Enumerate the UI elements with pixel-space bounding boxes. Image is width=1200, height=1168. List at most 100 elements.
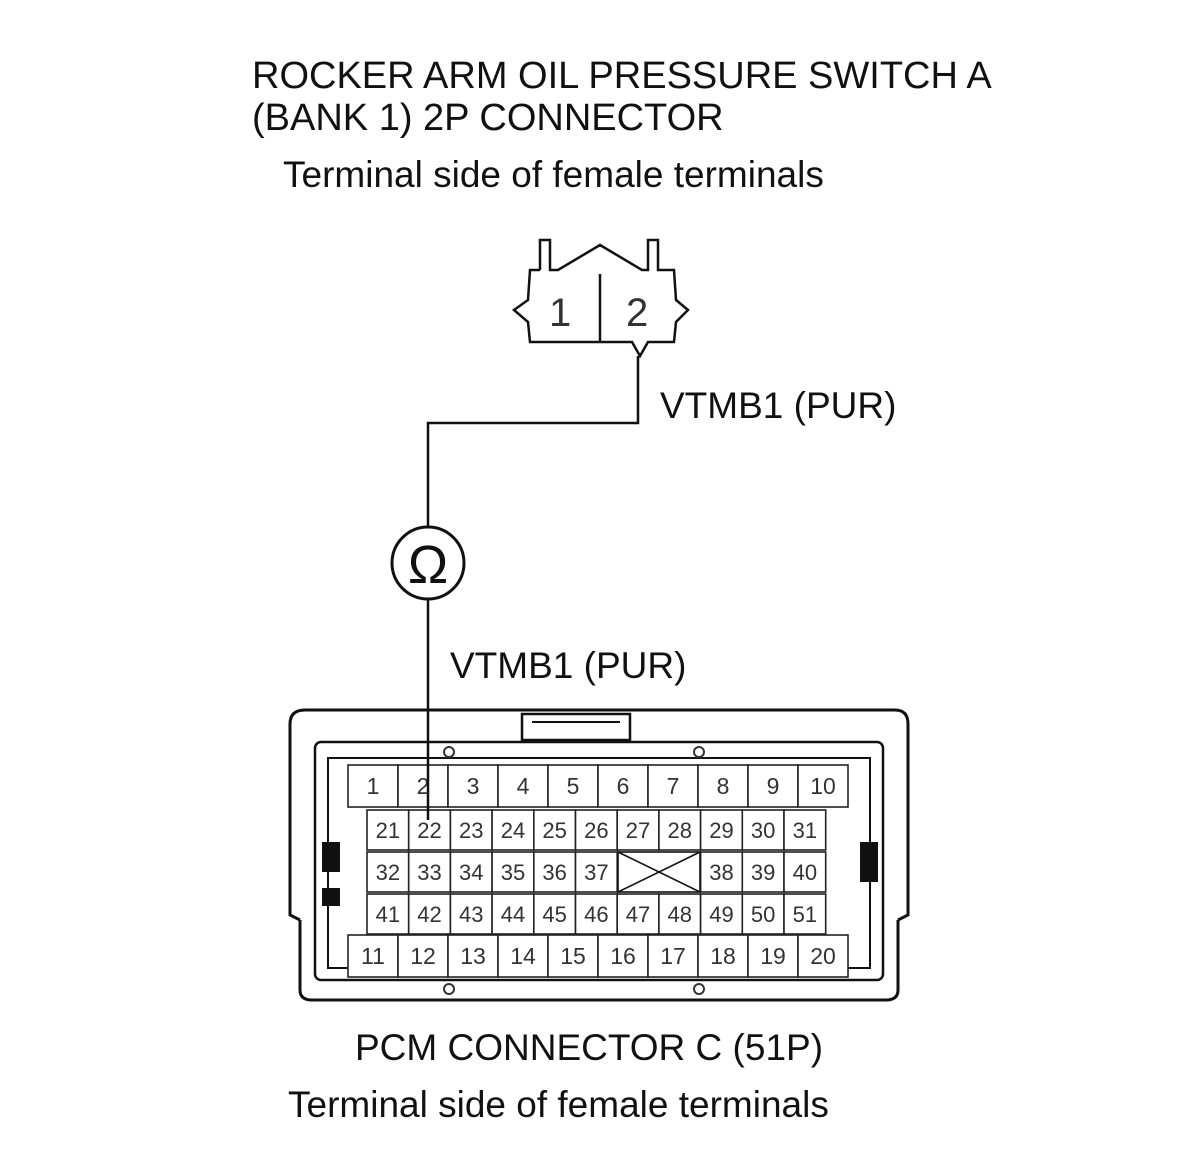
pcm-pin-10: 10 [810,773,836,799]
pcm-pin-9: 9 [767,773,780,799]
pcm-pin-cell [491,893,535,935]
pcm-pin-cell [491,809,535,851]
pcm-pin-1: 1 [367,773,380,799]
pcm-pin-cell [797,934,849,978]
pcm-pin-51: 51 [793,902,817,927]
pcm-pin-5: 5 [567,773,580,799]
pcm-pin-40: 40 [793,860,817,885]
pcm-pin-cell [783,893,827,935]
pcm-pin-34: 34 [459,860,483,885]
pcm-pin-cell [397,934,449,978]
pcm-pin-35: 35 [501,860,525,885]
pcm-row-32-40: 32 33 34 35 36 37 38 39 40 [366,851,827,893]
pcm-pin-cell [616,809,660,851]
pcm-pin-25: 25 [542,818,566,843]
pcm-pin-11: 11 [361,943,385,969]
pcm-pin-32: 32 [376,860,400,885]
pcm-pin-cell [741,893,785,935]
switch-connector-2p: 1 2 [511,238,690,359]
pcm-pin-43: 43 [459,902,483,927]
pcm-pin-16: 16 [610,943,636,969]
pcm-pin-27: 27 [626,818,650,843]
pcm-pin-24: 24 [501,818,525,843]
wire-label-lower: VTMB1 (PUR) [450,645,686,686]
pcm-pin-23: 23 [459,818,483,843]
pcm-pin-cell [597,764,649,808]
pcm-pin-cell [616,893,660,935]
pcm-pin-22: 22 [417,818,441,843]
pcm-pin-cell [407,809,452,851]
pcm-pin-cell [397,764,449,808]
pcm-row-41-51: 41 42 43 44 45 46 47 48 49 50 51 [366,893,827,935]
pcm-pin-15: 15 [560,943,586,969]
pcm-pin-26: 26 [584,818,608,843]
pcm-pin-cell [532,809,577,851]
pcm-pin-38: 38 [709,860,733,885]
pcm-pin-cell [574,851,619,893]
pcm-pin-41: 41 [376,902,400,927]
pcm-pin-cell [783,851,827,893]
pcm-pin-47: 47 [626,902,650,927]
switch-pin-1: 1 [549,291,571,335]
pcm-pin-48: 48 [668,902,692,927]
wire-label-upper: VTMB1 (PUR) [660,385,896,426]
pcm-pin-37: 37 [584,860,608,885]
pcm-pin-20: 20 [810,943,836,969]
pcm-pin-7: 7 [667,773,680,799]
pcm-row-top: 1 2 3 4 5 6 7 8 9 10 [347,764,849,808]
pcm-pin-cell [647,934,699,978]
pcm-pin-cell [797,764,849,808]
pcm-title: PCM CONNECTOR C (51P) [355,1027,823,1068]
wire-vtmb1-upper [426,356,640,528]
switch-subtitle: Terminal side of female terminals [283,154,824,195]
pcm-pin-42: 42 [417,902,441,927]
pcm-pin-cell [366,893,410,935]
pcm-pin-45: 45 [542,902,566,927]
pcm-pin-39: 39 [751,860,775,885]
pcm-pin-cell [366,851,410,893]
pcm-pin-cell [741,809,785,851]
pcm-pin-19: 19 [760,943,786,969]
pcm-pin-46: 46 [584,902,608,927]
pcm-pin-cell [491,851,535,893]
pcm-pin-44: 44 [501,902,525,927]
switch-title-line2: (BANK 1) 2P CONNECTOR [252,97,724,139]
pcm-pin-33: 33 [417,860,441,885]
ohmmeter-symbol: Ω [390,525,466,601]
pcm-pin-3: 3 [467,773,480,799]
pcm-pin-cell [783,809,827,851]
pcm-row-bottom: 11 12 13 14 15 16 17 18 19 20 [347,934,849,978]
pcm-pin-cell [497,764,549,808]
pcm-pin-28: 28 [668,818,692,843]
pcm-pin-36: 36 [542,860,566,885]
pcm-pin-13: 13 [460,943,486,969]
pcm-pin-cell [532,893,577,935]
pcm-pin-6: 6 [617,773,630,799]
pcm-pin-12: 12 [410,943,436,969]
pcm-pin-31: 31 [793,818,817,843]
pcm-pin-cell [547,934,599,978]
pcm-pin-cell [447,934,499,978]
switch-title-line1: ROCKER ARM OIL PRESSURE SWITCH A [252,55,992,97]
pcm-blank-cell [617,851,701,893]
pcm-pin-18: 18 [710,943,736,969]
pcm-pin-30: 30 [751,818,775,843]
pcm-pin-cell [697,934,749,978]
pcm-pin-14: 14 [510,943,536,969]
pcm-pin-49: 49 [709,902,733,927]
switch-pin-2: 2 [626,291,648,335]
pcm-pin-17: 17 [660,943,686,969]
pcm-row-21-31: 21 22 23 24 25 26 27 28 29 30 31 [366,809,827,851]
pcm-pin-cell [741,851,785,893]
pcm-pin-cell [658,809,702,851]
pcm-subtitle: Terminal side of female terminals [288,1084,829,1125]
pcm-pin-4: 4 [517,773,530,799]
pcm-pin-2: 2 [417,773,430,799]
pcm-pin-21: 21 [376,818,400,843]
pcm-pin-29: 29 [709,818,733,843]
pcm-pin-8: 8 [717,773,730,799]
pcm-pin-50: 50 [751,902,775,927]
pcm-pin-cell [697,764,749,808]
